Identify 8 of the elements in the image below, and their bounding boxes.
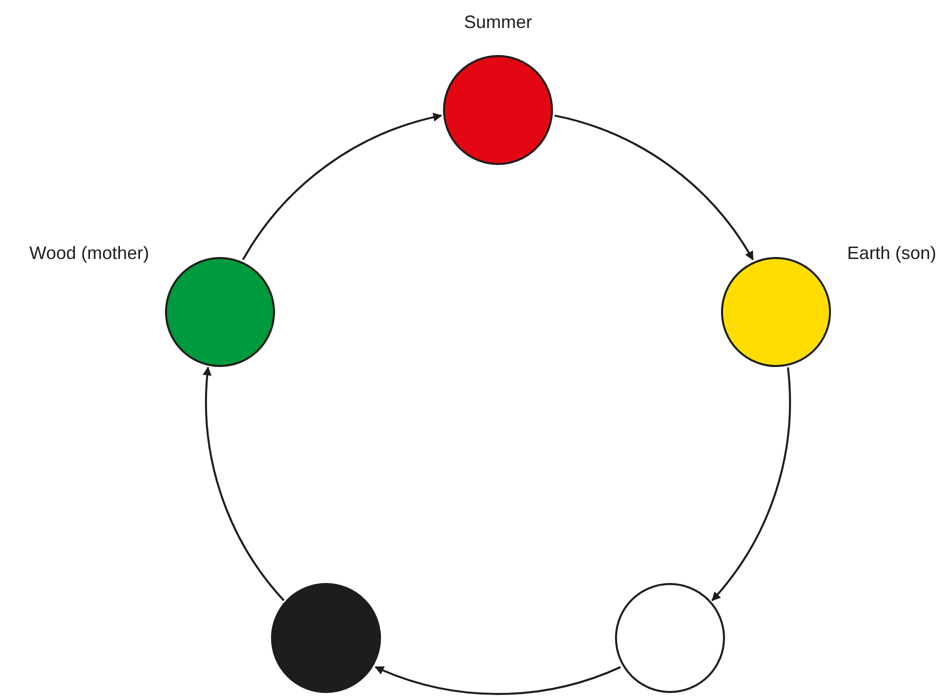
node-label: Wood (mother) — [29, 242, 150, 265]
arrow — [374, 666, 621, 694]
node-label: Earth (son) — [847, 242, 936, 265]
arrow — [554, 114, 754, 260]
arrow — [203, 366, 285, 602]
arrow — [711, 367, 791, 602]
node-label: Summer — [464, 11, 532, 34]
arrow — [242, 113, 442, 260]
